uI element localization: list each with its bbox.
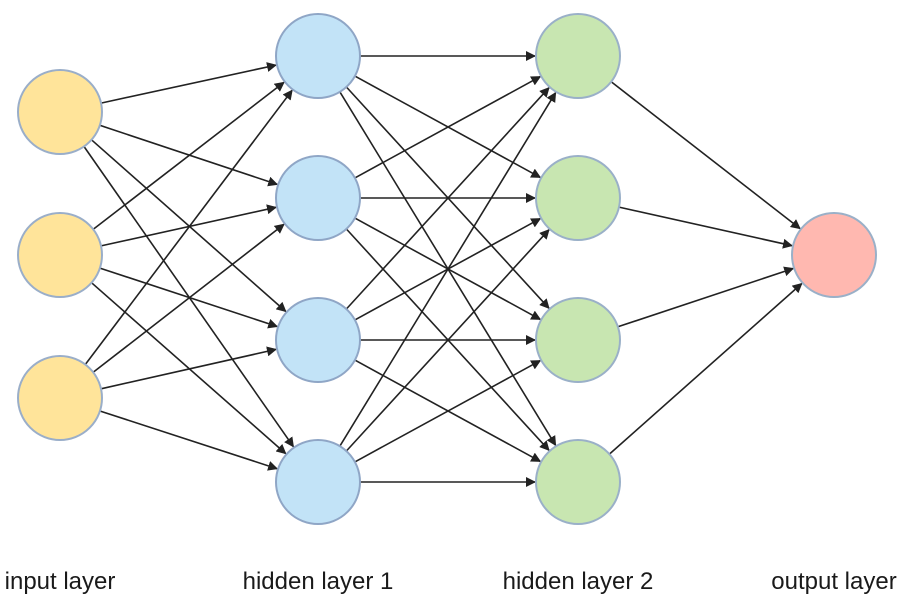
- edge-hidden-1-2-to-hidden-2-1: [354, 75, 542, 179]
- node-input-2: [17, 212, 103, 298]
- edge-hidden-1-3-to-hidden-2-1: [345, 86, 550, 310]
- connections: [83, 51, 803, 487]
- edge-hidden-1-4-to-hidden-2-1: [339, 91, 557, 447]
- node-hidden-1-1: [275, 13, 361, 99]
- edge-input-2-to-hidden-1-4: [90, 282, 287, 455]
- node-hidden-1-2: [275, 155, 361, 241]
- edge-input-3-to-hidden-1-2: [92, 223, 285, 373]
- layer-label-hidden-2: hidden layer 2: [502, 568, 654, 595]
- node-output-1: [791, 212, 877, 298]
- node-hidden-1-4: [275, 439, 361, 525]
- edge-input-3-to-hidden-1-3: [100, 346, 277, 390]
- edge-hidden-1-4-to-hidden-2-3: [354, 359, 542, 463]
- edge-input-1-to-hidden-1-1: [100, 62, 277, 104]
- edge-input-3-to-hidden-1-4: [99, 410, 279, 471]
- neurons: [17, 13, 877, 525]
- edge-input-2-to-hidden-1-1: [92, 81, 285, 230]
- edge-hidden-2-4-to-output-1: [608, 282, 803, 455]
- node-input-1: [17, 69, 103, 155]
- edge-hidden-1-4-to-hidden-2-2: [345, 228, 550, 452]
- edge-input-2-to-hidden-1-3: [99, 267, 279, 329]
- edge-input-3-to-hidden-1-1: [84, 89, 293, 365]
- edge-hidden-2-3-to-output-1: [617, 266, 795, 328]
- node-input-3: [17, 355, 103, 441]
- edge-hidden-2-1-to-output-1: [610, 81, 801, 230]
- layer-label-hidden-1: hidden layer 1: [242, 568, 394, 595]
- node-hidden-2-4: [535, 439, 621, 525]
- edge-input-1-to-hidden-1-2: [99, 124, 279, 187]
- node-hidden-2-3: [535, 297, 621, 383]
- node-hidden-2-1: [535, 13, 621, 99]
- layer-label-input: input layer: [4, 568, 116, 595]
- edge-input-1-to-hidden-1-3: [90, 139, 287, 313]
- node-hidden-1-3: [275, 297, 361, 383]
- layer-label-output: output layer: [771, 568, 897, 595]
- edge-hidden-2-2-to-output-1: [618, 206, 793, 249]
- node-hidden-2-2: [535, 155, 621, 241]
